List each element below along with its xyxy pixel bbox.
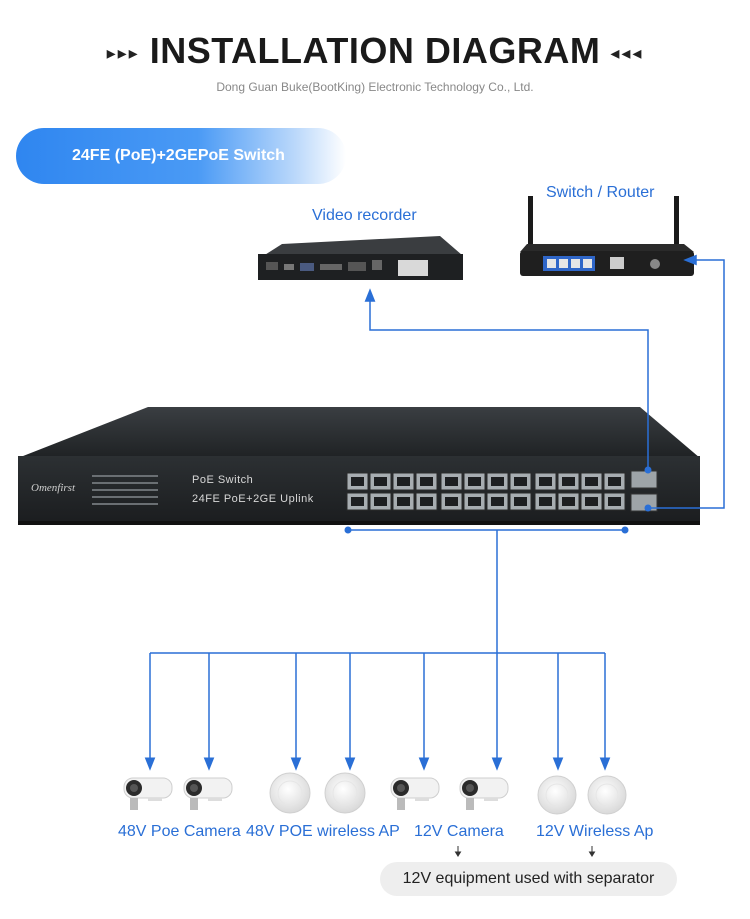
rj45-port-opening [514,497,527,506]
rj45-port-opening [351,497,364,506]
switch-brand-logo: Omenfirst [31,482,75,494]
rj45-port-opening [468,477,481,486]
title-arrows-right: ◂◂◂ [610,42,644,63]
rj45-port-opening [491,477,504,486]
rj45-port-opening [562,477,575,486]
rj45-port-opening [491,497,504,506]
poe-switch-device [18,407,700,525]
rj45-port-opening [608,497,621,506]
product-badge: 24FE (PoE)+2GEPoE Switch [16,128,346,184]
separator-arrows [454,846,596,857]
bullet-camera-icon [183,777,233,810]
rj45-port-opening [374,477,387,486]
rj45-port-opening [351,477,364,486]
page-title: ▸▸▸ INSTALLATION DIAGRAM ◂◂◂ [0,30,750,72]
video-recorder-label: Video recorder [312,207,417,224]
bullet-camera-icon [390,777,440,810]
title-text: INSTALLATION DIAGRAM [149,30,601,71]
router-device [520,196,694,276]
rj45-port-opening [585,497,598,506]
label-12v-wireless-ap: 12V Wireless Ap [536,823,654,840]
wireless-ap-icon [537,775,577,815]
separator-note: 12V equipment used with separator [380,862,677,896]
rj45-port-opening [608,477,621,486]
rj45-port-opening [539,497,552,506]
label-12v-camera: 12V Camera [414,823,504,840]
rj45-port-opening [445,497,458,506]
wireless-ap-icon [324,772,366,814]
rj45-port-opening [374,497,387,506]
switch-name: PoE Switch [192,474,254,486]
bullet-camera-icon [123,777,173,810]
label-48v-poe-camera: 48V Poe Camera [118,823,241,840]
rj45-port-opening [397,497,410,506]
rj45-port-opening [539,477,552,486]
rj45-port-opening [468,497,481,506]
switch-spec: 24FE PoE+2GE Uplink [192,493,314,505]
connection-lines [144,254,725,771]
rj45-port-block [346,472,626,511]
title-arrows-left: ▸▸▸ [106,42,140,63]
rj45-port-opening [514,477,527,486]
wireless-ap-icon [269,772,311,814]
wireless-ap-icon [587,775,627,815]
company-subtitle: Dong Guan Buke(BootKing) Electronic Tech… [216,80,534,94]
label-48v-poe-ap: 48V POE wireless AP [246,823,400,840]
bullet-camera-icon [459,777,509,810]
rj45-port-opening [562,497,575,506]
connection-dots [344,466,652,534]
router-label: Switch / Router [546,184,655,201]
rj45-port-opening [420,477,433,486]
rj45-port-opening [585,477,598,486]
rj45-port-opening [420,497,433,506]
video-recorder-device [258,236,463,280]
rj45-port-opening [445,477,458,486]
rj45-port-opening [397,477,410,486]
